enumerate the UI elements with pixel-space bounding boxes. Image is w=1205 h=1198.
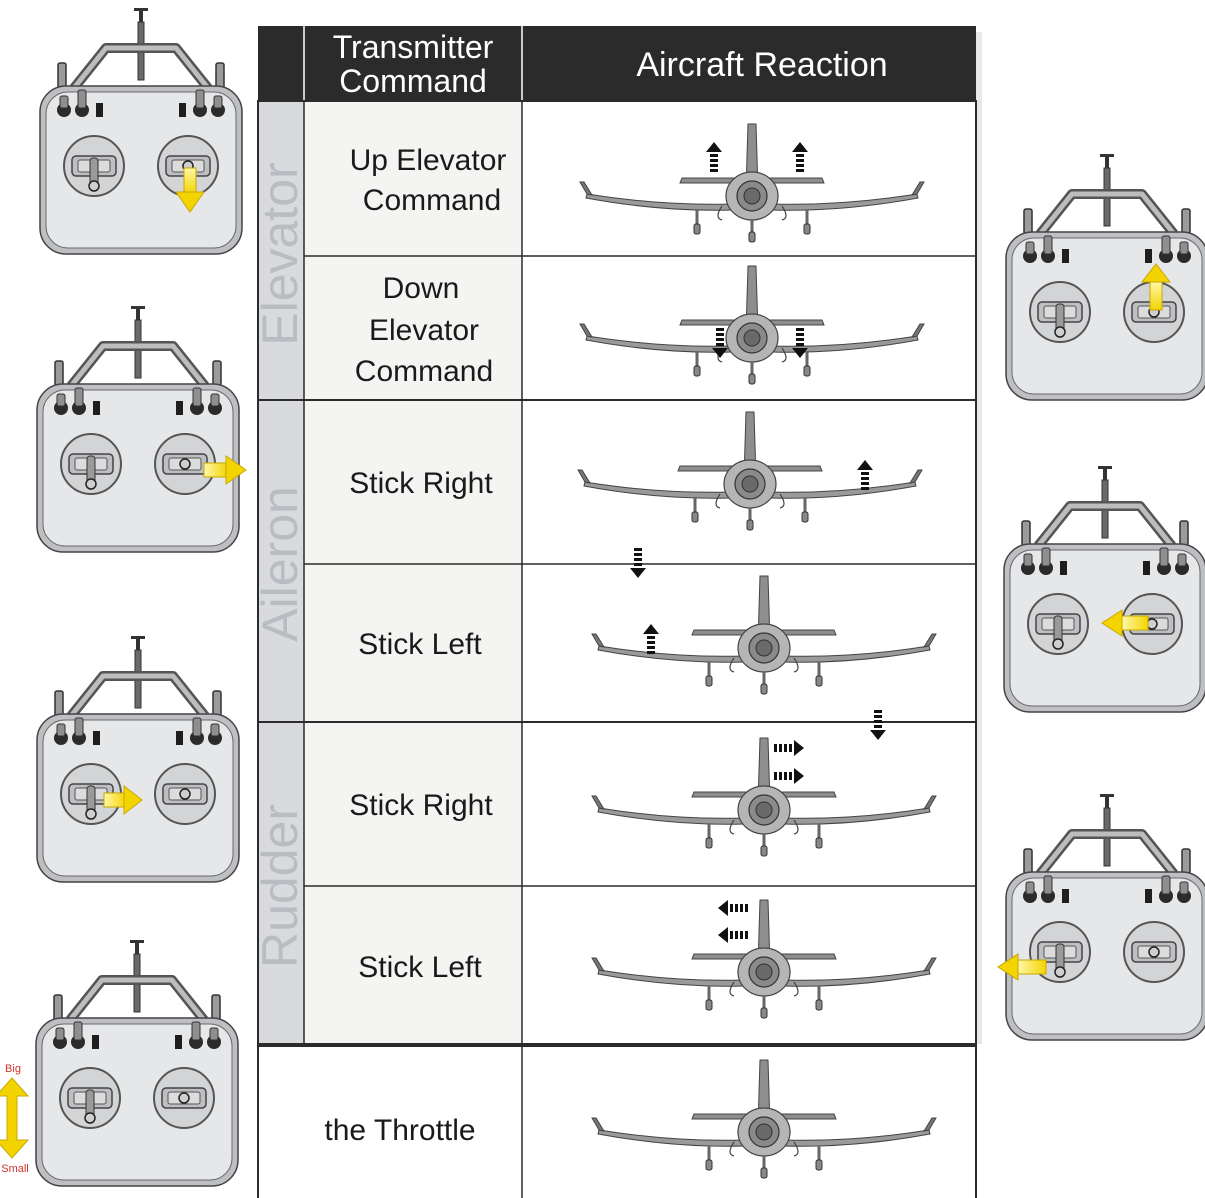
cmd-aileron-left: Stick Left xyxy=(358,628,482,661)
header-transmitter-line1: Transmitter xyxy=(333,29,494,65)
group-label-aileron: Aileron xyxy=(252,486,308,642)
cmd-down-elevator-line3: Command xyxy=(355,355,493,388)
transmitter-aileron-left xyxy=(1004,466,1205,712)
command-table: Transmitter Command Aircraft Reaction El… xyxy=(252,26,982,1198)
group-label-rudder: Rudder xyxy=(252,804,308,968)
header-aircraft-reaction: Aircraft Reaction xyxy=(636,46,887,84)
cmd-rudder-left: Stick Left xyxy=(358,951,482,984)
yellow-arrow-left-icon xyxy=(1101,609,1149,637)
transmitter-throttle: Big Small xyxy=(0,940,238,1186)
cmd-up-elevator-line2: Command xyxy=(363,184,501,217)
yellow-arrow-right-icon xyxy=(203,455,247,485)
throttle-small-label: Small xyxy=(1,1163,29,1175)
table-header xyxy=(258,26,976,101)
cmd-aileron-right: Stick Right xyxy=(349,467,493,500)
transmitter-rudder-left xyxy=(997,794,1205,1040)
yellow-arrow-left-icon xyxy=(997,953,1047,981)
throttle-big-label: Big xyxy=(5,1063,21,1075)
transmitter-down-elevator xyxy=(1006,154,1205,400)
cmd-down-elevator-line2: Elevator xyxy=(369,314,479,347)
yellow-arrow-down-icon xyxy=(175,167,205,213)
transmitter-aileron-right xyxy=(37,306,247,552)
group-label-elevator: Elevator xyxy=(252,162,308,345)
cmd-up-elevator-line1: Up Elevator xyxy=(350,144,507,177)
throttle-row xyxy=(257,1045,977,1198)
yellow-arrow-up-icon xyxy=(1140,263,1172,311)
transmitter-rudder-right xyxy=(37,636,239,882)
header-transmitter-line2: Command xyxy=(339,63,487,99)
cmd-down-elevator-line1: Down xyxy=(383,272,460,305)
yellow-double-arrow-icon xyxy=(0,1077,30,1159)
cmd-throttle: the Throttle xyxy=(324,1114,475,1147)
yellow-arrow-right-icon xyxy=(103,784,143,816)
cmd-rudder-right: Stick Right xyxy=(349,789,493,822)
transmitter-up-elevator xyxy=(40,8,242,254)
